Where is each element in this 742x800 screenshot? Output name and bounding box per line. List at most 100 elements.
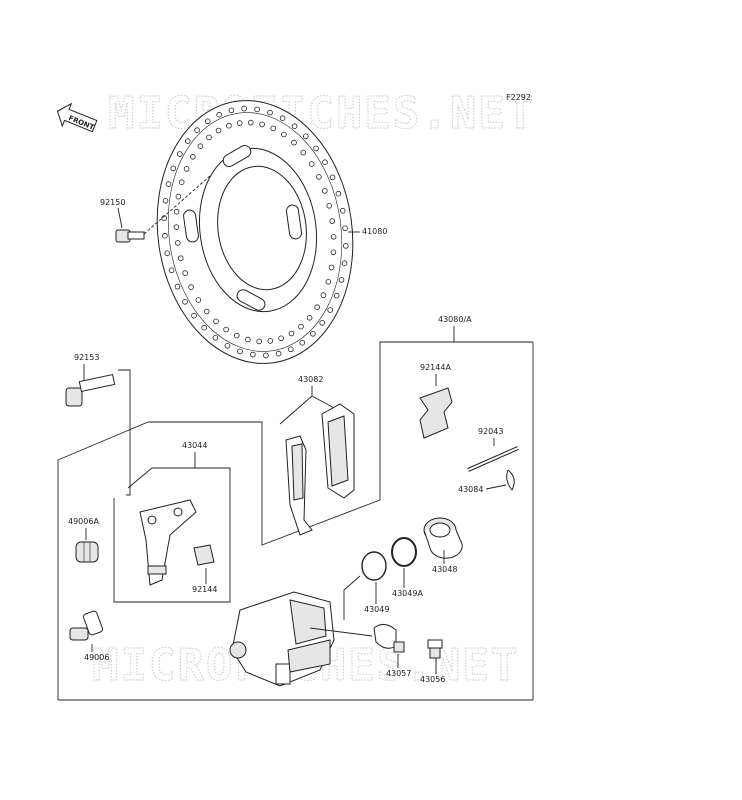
bracket-spring [193,544,215,566]
disc-vent-hole [342,243,349,249]
disc-vent-hole [182,270,189,276]
disc-vent-hole [256,338,263,345]
disc-vent-hole [236,120,243,126]
disc-vent-hole [300,149,307,156]
disc-vent-hole [215,127,222,134]
disc-vent-hole [168,267,175,274]
disc-vent-hole [314,304,321,311]
disc-bolt [115,175,211,243]
disc-vent-hole [313,145,319,152]
disc-vent-hole [170,165,177,172]
disc-vent-hole [173,208,180,215]
disc-vent-hole [326,203,333,209]
disc-vent-hole [298,323,304,330]
disc-vent-hole [195,297,202,303]
caliper-bracket [139,499,197,586]
disc-vent-hole [228,107,235,114]
brake-disc [156,100,354,364]
disc-vent-hole [259,121,265,128]
disc-vent-hole [175,240,181,246]
disc-vent-hole [212,334,219,341]
disc-vent-hole [322,159,328,166]
bleeder-valve [427,639,443,659]
label-43048: 43048 [432,565,457,574]
disc-vent-hole [288,330,295,337]
boot-pin [69,610,103,641]
disc-vent-hole [182,298,188,305]
disc-vent-hole [328,264,335,271]
bleeder-cap [373,624,405,653]
disc-vent-hole [342,225,348,232]
disc-vent-hole [310,330,316,337]
label-49006: 49006 [84,653,109,662]
disc-vent-hole [302,133,309,140]
disc-vent-hole [291,123,298,129]
label-92144A: 92144A [420,363,451,372]
label-49006A: 49006A [68,517,99,526]
disc-vent-hole [224,342,231,349]
disc-vent-hole [165,181,172,187]
front-arrow-icon: FRONT [56,102,98,133]
label-43057: 43057 [386,669,411,678]
disc-vent-hole [164,250,171,257]
label-43084: 43084 [458,485,483,494]
disc-vent-hole [177,151,183,157]
label-41080: 41080 [362,227,387,236]
disc-vent-hole [267,109,273,116]
disc-vent-hole [338,277,345,283]
disc-vent-hole [275,350,282,357]
disc-vent-hole [287,346,294,353]
disc-vent-hole [325,278,332,285]
disc-vent-hole [254,106,260,113]
disc-vent-hole [174,283,181,290]
label-43082: 43082 [298,375,323,384]
disc-vent-hole [234,332,240,339]
label-43049: 43049 [364,605,389,614]
disc-vent-hole [190,154,196,160]
disc-vent-hole [203,308,210,315]
disc-vent-hole [173,224,180,231]
disc-vent-hole [223,326,229,333]
label-92150: 92150 [100,198,125,207]
disc-vent-hole [191,312,197,319]
piston [423,517,463,559]
brake-pads [285,403,355,536]
disc-vent-hole [308,161,315,167]
disc-vent-hole [299,339,306,346]
disc-vent-hole [241,105,247,112]
disc-vent-hole [216,111,223,118]
disc-vent-hole [329,174,336,181]
label-92043: 92043 [478,427,503,436]
disc-vent-hole [226,122,232,129]
disc-vent-hole [206,134,212,141]
seal [361,551,387,581]
disc-vent-hole [279,115,286,121]
disc-vent-hole [320,292,327,298]
boot-a [75,541,99,563]
disc-vent-hole [278,335,284,342]
seal-a [391,537,417,567]
label-43056: 43056 [420,675,445,684]
disc-vent-hole [175,193,182,200]
label-43044: 43044 [182,441,207,450]
disc-vent-hole [250,351,256,358]
pad-pin [467,446,519,472]
label-92153: 92153 [74,353,99,362]
disc-vent-hole [237,348,243,355]
disc-vent-hole [188,284,194,290]
disc-vent-hole [204,118,211,125]
disc-vent-hole [183,166,190,172]
disc-vent-hole [162,232,168,239]
label-43080A: 43080/A [438,315,472,324]
disc-vent-hole [327,307,334,313]
disc-vent-hole [213,318,219,325]
disc-vent-hole [197,143,204,150]
disc-vent-hole [185,138,191,145]
disc-vent-hole [248,119,254,126]
diagram-code: F2292 [506,93,531,102]
disc-vent-hole [270,125,277,132]
disc-vent-hole [321,188,328,194]
disc-vent-hole [267,338,274,344]
disc-vent-hole [177,255,184,262]
